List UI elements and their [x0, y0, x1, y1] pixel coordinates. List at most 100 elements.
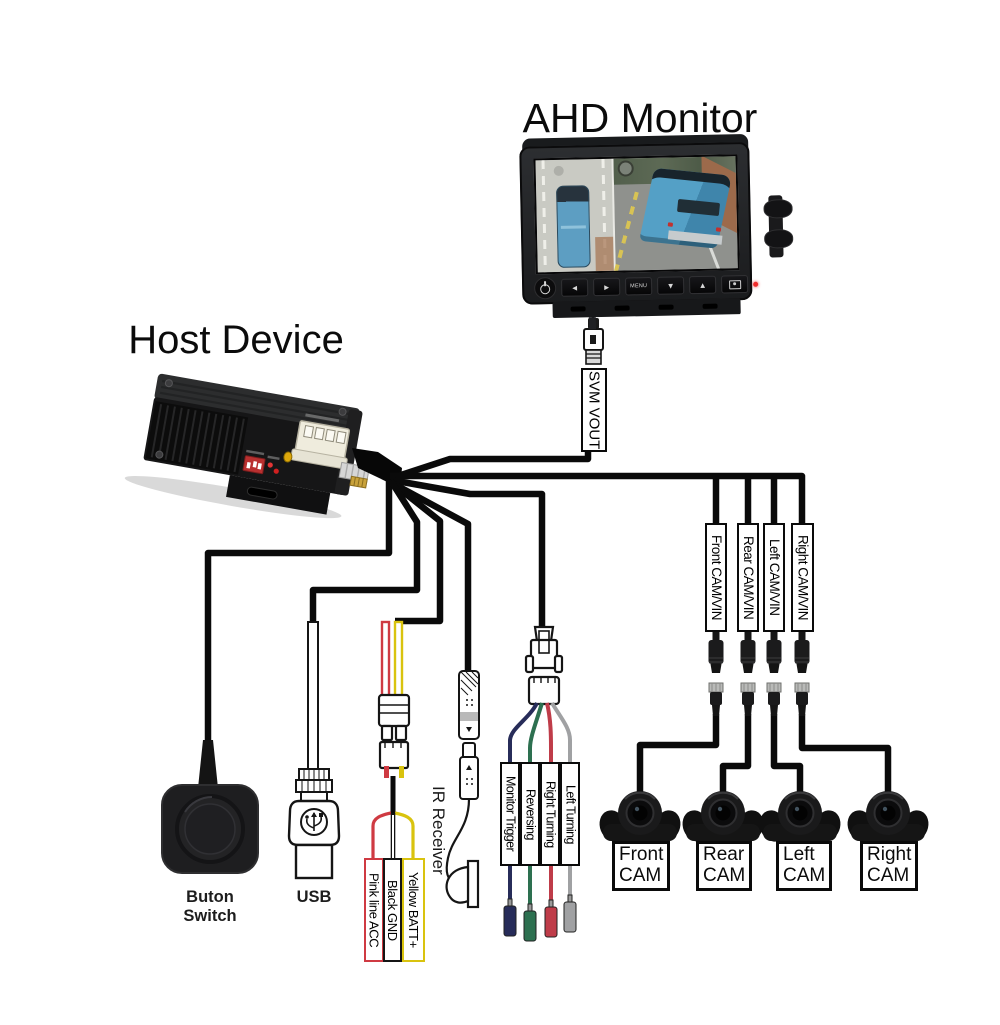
left-cam-plug	[766, 682, 782, 717]
up-arrow-button: ▲	[688, 275, 717, 295]
gnd-wire-label: Black GND	[383, 858, 402, 962]
acc-wire-label: Pink line ACC	[364, 858, 384, 962]
wire-front-camera	[636, 714, 720, 793]
host-title: Host Device	[128, 318, 344, 362]
reversing-label: Reversing	[520, 762, 540, 866]
left-arrow-button: ◄	[560, 278, 589, 297]
right-turning-label: Right Turning	[540, 762, 560, 866]
trigger-wires	[508, 701, 572, 904]
right-turning-wire	[545, 702, 553, 762]
acc-wire	[371, 811, 392, 860]
wire-ir	[390, 480, 472, 674]
lane-marking	[541, 160, 547, 273]
button-switch	[161, 740, 259, 874]
left-cam-socket	[765, 631, 783, 674]
status-led	[267, 462, 273, 468]
right-camera	[841, 790, 935, 847]
rear-cam-vin-label: Rear CAM/VIN	[737, 523, 759, 632]
usb-trident-icon	[305, 812, 323, 831]
usb-label: USB	[296, 888, 332, 906]
left-cam-label: Left CAM	[776, 841, 833, 891]
power-button	[533, 276, 557, 300]
up-arrow-icon: ▲	[698, 280, 707, 290]
monitor-trigger-wire	[508, 702, 539, 762]
wire-trigger	[390, 476, 546, 630]
left-arrow-icon: ◄	[570, 283, 579, 293]
front-camera	[593, 790, 687, 847]
bus-taillight	[667, 222, 674, 227]
left-turning-label: Left Turning	[560, 762, 580, 866]
road-yellow-line	[611, 191, 639, 275]
wire-camera-bus	[390, 472, 806, 523]
mount-bracket	[552, 298, 741, 319]
mount-knob	[763, 229, 794, 249]
trigger-terminals	[503, 894, 577, 942]
ahd-monitor: ◄ ► MENU ▼ ▲	[519, 133, 794, 330]
menu-button-label: MENU	[630, 283, 648, 290]
wire-svm-vout	[390, 450, 592, 482]
wire-button-switch	[204, 480, 393, 742]
birdseye-view-panel	[535, 158, 616, 273]
down-arrow-button: ▼	[656, 276, 685, 295]
right-cam-plug	[794, 682, 810, 717]
wire-left-camera	[770, 714, 804, 793]
left-cam-vin-label: Left CAM/VIN	[763, 523, 785, 632]
wire-harness	[204, 450, 892, 793]
bus-rear-view	[639, 167, 732, 249]
monitor-screen	[533, 154, 740, 275]
down-arrow-icon: ▼	[666, 280, 675, 291]
manhole-cover	[553, 165, 564, 177]
host-output-socket	[290, 420, 351, 470]
front-cam-vin-label: Front CAM/VIN	[705, 523, 727, 632]
dip-switch	[242, 455, 266, 475]
monitor-trigger-label: Monitor Trigger	[500, 762, 520, 866]
camera-icon	[728, 279, 741, 289]
bus-top-view	[556, 185, 591, 268]
power-connector	[377, 693, 411, 770]
button-switch-label: Buton Switch	[183, 888, 237, 925]
mount-knob	[763, 199, 793, 219]
ir-eye-mount	[466, 859, 480, 909]
monitor-button-row: ◄ ► MENU ▼ ▲	[533, 272, 759, 300]
status-led	[273, 468, 279, 474]
bus-taillight	[715, 227, 722, 232]
pavement-bricks	[595, 236, 614, 272]
batt-wire	[394, 811, 415, 860]
svm-vout-label: SVM VOUT	[581, 368, 607, 452]
usb-connector	[287, 621, 341, 880]
right-cam-vin-label: Right CAM/VIN	[791, 523, 814, 632]
rear-cam-label: Rear CAM	[696, 841, 753, 891]
harness-boot	[352, 448, 402, 488]
rear-camera	[676, 790, 770, 847]
front-cam-label: Front CAM	[612, 841, 671, 891]
right-cam-label: Right CAM	[860, 841, 919, 891]
front-cam-plug	[708, 682, 724, 717]
camera-select-button	[720, 274, 749, 294]
trigger-connector	[524, 625, 564, 706]
menu-button: MENU	[624, 276, 653, 296]
left-turning-wire	[550, 701, 572, 762]
ir-receiver	[445, 670, 480, 909]
right-arrow-icon: ►	[602, 282, 611, 292]
front-cam-socket	[707, 631, 725, 674]
wire-power	[388, 479, 444, 625]
monitor-bezel: ◄ ► MENU ▼ ▲	[519, 141, 759, 305]
right-arrow-button: ►	[592, 277, 621, 297]
wire-usb	[309, 479, 421, 624]
monitor-cable-stem	[588, 317, 597, 330]
rear-cam-plug	[740, 682, 756, 717]
left-camera	[753, 790, 847, 847]
reversing-wire	[528, 702, 544, 762]
rear-cam-socket	[739, 631, 757, 674]
wire-right-camera	[798, 714, 892, 793]
power-led	[283, 451, 293, 463]
power-led	[753, 281, 759, 287]
power-harness	[371, 620, 415, 861]
wire-rear-camera	[719, 714, 752, 793]
ir-eye	[445, 865, 470, 904]
ir-receiver-label: IR Receiver	[429, 786, 448, 875]
monitor-title: AHD Monitor	[522, 95, 758, 141]
batt-wire-label: Yellow BATT+	[402, 858, 425, 962]
